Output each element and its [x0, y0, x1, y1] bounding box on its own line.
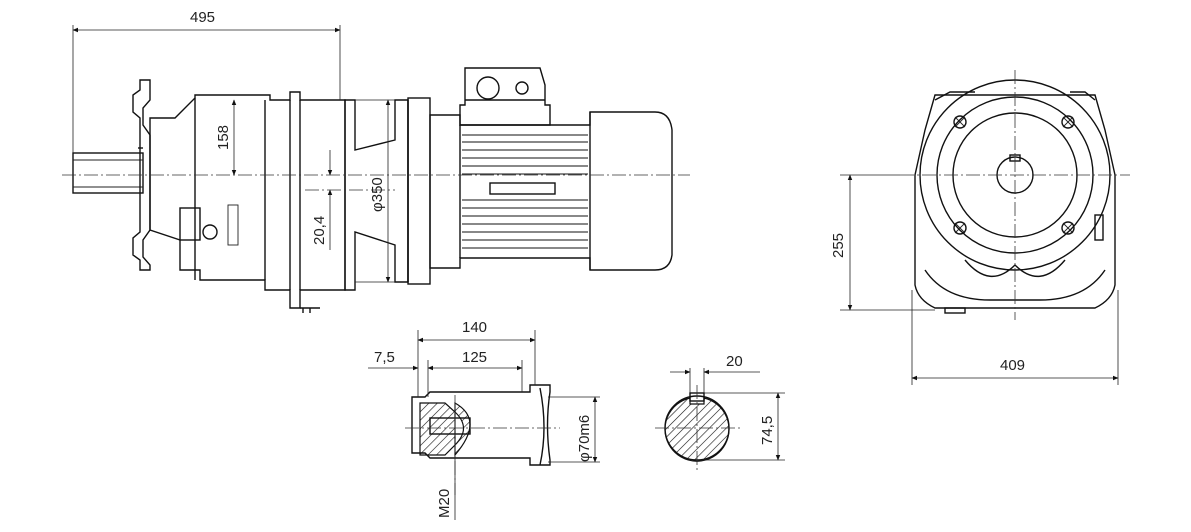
shaft-outline — [411, 384, 551, 466]
dim-end-width: 409 — [1000, 357, 1025, 374]
output-flange — [132, 79, 151, 271]
dim-key-height: 74,5 — [759, 416, 776, 445]
side-view — [62, 67, 690, 313]
dim-flange-diameter: φ350 — [369, 177, 386, 212]
terminal-box — [459, 67, 551, 126]
end-view-dimensions: 255 409 — [830, 174, 1119, 385]
dim-key-width: 20 — [726, 353, 743, 370]
dim-shaft-inner-length: 125 — [462, 349, 487, 366]
output-shaft — [72, 152, 144, 194]
dim-shaft-offset: 7,5 — [374, 349, 395, 366]
mounting-bolts — [953, 115, 1075, 235]
dim-center-height: 255 — [830, 233, 847, 258]
dim-height-158: 158 — [215, 125, 232, 150]
dim-offset-20-4: 20,4 — [311, 216, 328, 245]
side-view-dimensions: 495 158 20,4 φ350 — [72, 9, 395, 283]
gear-housing-1 — [149, 91, 346, 309]
dim-overall-length: 495 — [190, 9, 215, 26]
dim-shaft-diameter: φ70m6 — [576, 415, 593, 462]
dim-shaft-thread: M20 — [436, 489, 453, 518]
end-view — [900, 70, 1130, 320]
end-view-housing — [914, 94, 1116, 309]
shaft-detail — [405, 384, 560, 495]
dim-shaft-length: 140 — [462, 319, 487, 336]
key-section-dimensions: 20 74,5 — [670, 353, 785, 461]
motor-body — [429, 111, 673, 271]
oil-plug — [202, 224, 218, 240]
shaft-detail-dimensions: 140 125 7,5 φ70m6 M20 — [368, 319, 600, 520]
key-section — [655, 385, 740, 470]
cooling-fins — [462, 134, 588, 249]
shaft-hatch-section — [419, 402, 456, 456]
